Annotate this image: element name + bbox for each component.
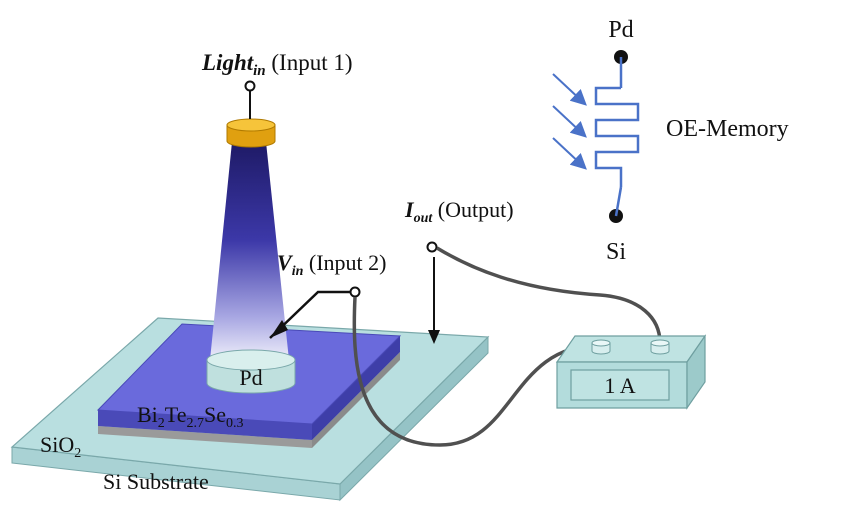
ammeter-reading: 1 A — [604, 373, 635, 398]
vin-terminal — [349, 286, 361, 298]
wires — [352, 246, 662, 447]
light-input-terminal — [244, 80, 256, 92]
si-substrate-label: Si Substrate — [103, 469, 209, 494]
ammeter-jack-right — [650, 339, 670, 355]
ammeter — [555, 334, 707, 410]
iout-terminal — [426, 241, 438, 253]
memory-zigzag — [594, 86, 640, 187]
light-input-label: Lightin (Input 1) — [201, 50, 353, 79]
ammeter-display — [570, 369, 670, 401]
vin-label: Vin (Input 2) — [277, 250, 386, 279]
pd-electrode-label: Pd — [239, 365, 262, 390]
film-label: Bi2Te2.7Se0.3 — [137, 402, 243, 431]
symbol-top-label: Pd — [608, 17, 633, 43]
light-source — [226, 80, 276, 148]
pd-electrode — [206, 349, 296, 394]
oe-memory-label: OE-Memory — [666, 116, 789, 142]
vin-connection — [269, 286, 361, 339]
oe-memory-symbol — [552, 50, 640, 223]
light-arrows — [552, 73, 587, 170]
symbol-bottom-label: Si — [606, 239, 626, 265]
iout-connection — [426, 241, 440, 344]
ammeter-jack-left — [591, 339, 611, 355]
iout-label: Iout (Output) — [404, 197, 514, 226]
light-beam — [210, 142, 289, 360]
sio2-label: SiO2 — [40, 432, 81, 461]
sio2-layer — [98, 352, 400, 448]
